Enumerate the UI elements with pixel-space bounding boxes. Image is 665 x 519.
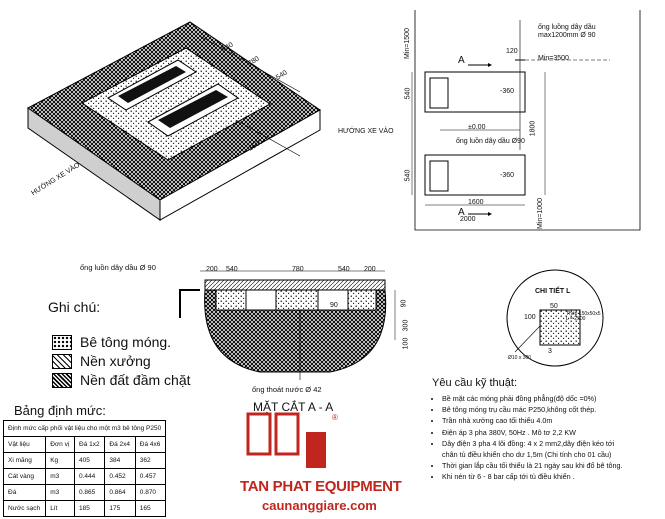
requirement-item: chân tủ điều khiển cho dư 1,5m (Chi tính… [442,450,612,460]
iso-view [27,21,321,221]
detail-anchor: Ø10 x 300 [508,355,532,361]
plan-pit-depth-1: -360 [500,88,515,95]
legend-label-floor: Nền xưởng [80,353,151,369]
section-dim-5: 200 [364,266,376,273]
plan-zero-level: ±0.00 [468,124,486,131]
concrete-pattern-swatch [52,334,72,350]
iso-road-label-right: HƯỚNG XE VÀO [338,128,394,135]
legend-label-concrete: Bê tông móng. [80,334,172,350]
requirement-item: Bê tông móng trụ cầu mác P250,không cốt … [442,404,623,415]
plan-dim-2: 1800 [529,120,537,137]
table-cell: 405 [73,452,106,469]
plan-level-3: Min=1000 [536,198,544,229]
plan-pipe-size: max1200mm Ø 90 [538,32,596,39]
registered-mark: ® [332,413,338,422]
floor-pattern-swatch [52,353,72,369]
plan-pit-depth-2: -360 [500,172,515,179]
table-cell: 0.864 [104,484,136,501]
brand-name: TAN PHAT EQUIPMENT [240,478,402,495]
brand-website: caunanggiare.com [262,498,377,513]
table-header-row: Vật liệu Đơn vị Đá 1x2 Đá 2x4 Đá 4x6 [2,436,167,453]
table-cell: 0.444 [73,468,106,485]
requirement-item: Trần nhà xưởng cao tối thiểu 4.0m [442,415,623,426]
table-row: Xi măng Kg 405 384 362 [2,452,167,469]
detail-note: Thép L50x50x5 L = 2500 [566,311,601,322]
section-dim-1: 200 [206,266,218,273]
brand-logo [246,412,326,468]
table-cell: Lít [45,500,75,517]
table-cell: Nước sạch [2,500,47,517]
table-cell: 0.452 [104,468,136,485]
plan-dim-1: 540 [404,87,412,100]
requirement-item: Bề mặt các móng phải đồng phẳng(độ dốc =… [442,393,623,404]
table-cell: 0.870 [134,484,167,501]
table-row: Cát vàng m3 0.444 0.452 0.457 [2,468,167,485]
section-drain-label: ống thoát nước Ø 42 [252,385,322,394]
plan-level-2: Min=3500 [538,55,569,62]
section-side-dim-2: 300 [402,319,410,332]
requirement-item: Khi nén từ 6 - 8 bar cấp tới tủ điều khi… [442,471,623,482]
table-row: Đá m3 0.865 0.864 0.870 [2,484,167,501]
materials-caption: Định mức cấp phối vật liệu cho một m3 bê… [2,420,167,437]
detail-dim-3: 3 [548,348,552,355]
header-cell: Đá 4x6 [134,436,167,453]
section-dim-4: 540 [338,266,350,273]
section-side-dim-1: 90 [400,299,408,308]
detail-title: CHI TIẾT L [535,288,571,295]
header-cell: Đơn vị [45,436,75,453]
section-dim-3: 780 [292,266,304,273]
table-cell: 185 [73,500,106,517]
table-cell: m3 [45,484,75,501]
table-cell: 362 [134,452,167,469]
table-cell: Cát vàng [2,468,47,485]
header-cell: Đá 1x2 [73,436,106,453]
section-title: MẶT CẮT A - A [253,400,334,414]
legend-label-soil: Nền đất đầm chặt [80,372,191,388]
table-cell: Xi măng [2,452,47,469]
legend-item-soil: Nền đất đầm chặt [52,372,191,388]
requirement-item: Điện áp 3 pha 380V, 50Hz . Mô tơ 2,2 KW [442,427,623,438]
requirements-block: Yêu cầu kỹ thuật: Bề mặt các móng phải đ… [432,377,623,483]
table-cell: 0.865 [73,484,106,501]
detail-dim-2: 100 [524,314,536,321]
table-cell: Kg [45,452,75,469]
table-row: Nước sạch Lít 185 175 165 [2,500,167,517]
requirement-item: Thời gian lắp cầu tối thiểu là 21 ngày s… [442,460,623,471]
soil-pattern-swatch [52,372,72,388]
table-cell: m3 [45,468,75,485]
header-cell: Đá 2x4 [104,436,136,453]
plan-dim-3: 540 [404,169,412,182]
section-pipe-label: ống luồn dây dầu Ø 90 [80,263,156,272]
table-cell: 175 [104,500,136,517]
section-view [179,270,396,380]
table-cell: 165 [134,500,167,517]
plan-section-mark-bottom: A [458,207,465,218]
section-dim-2: 540 [226,266,238,273]
plan-dim-4: 1600 [468,199,484,206]
legend-title: Ghi chú: [48,299,101,315]
plan-section-mark-top: A [458,55,465,66]
section-side-dim-3: 100 [402,337,410,350]
legend-item-floor: Nền xưởng [52,353,151,369]
table-cell: 0.457 [134,468,167,485]
plan-zero-pipe: ống luồn dây dầu Ø90 [456,138,525,145]
section-inner-dim: 90 [330,302,338,309]
plan-small-dim: 120 [506,48,518,55]
table-cell: 384 [104,452,136,469]
plan-level-1: Min=1500 [403,28,411,59]
header-cell: Vật liệu [2,436,47,453]
materials-table: Định mức cấp phối vật liệu cho một m3 bê… [2,420,167,517]
table-cell: Đá [2,484,47,501]
plan-view [411,10,641,231]
plan-dim-5: 2000 [460,216,476,223]
legend-item-concrete: Bê tông móng. [52,334,171,350]
detail-dim-1: 50 [550,303,558,310]
materials-title: Bảng định mức: [14,403,106,418]
plan-pipe-label: ống luồng dây dầu [538,24,596,31]
requirements-title: Yêu cầu kỹ thuật: [432,377,517,389]
detail-view [506,269,604,367]
requirement-item: Dây điện 3 pha 4 lõi đồng: 4 x 2 mm2,dây… [442,438,623,449]
